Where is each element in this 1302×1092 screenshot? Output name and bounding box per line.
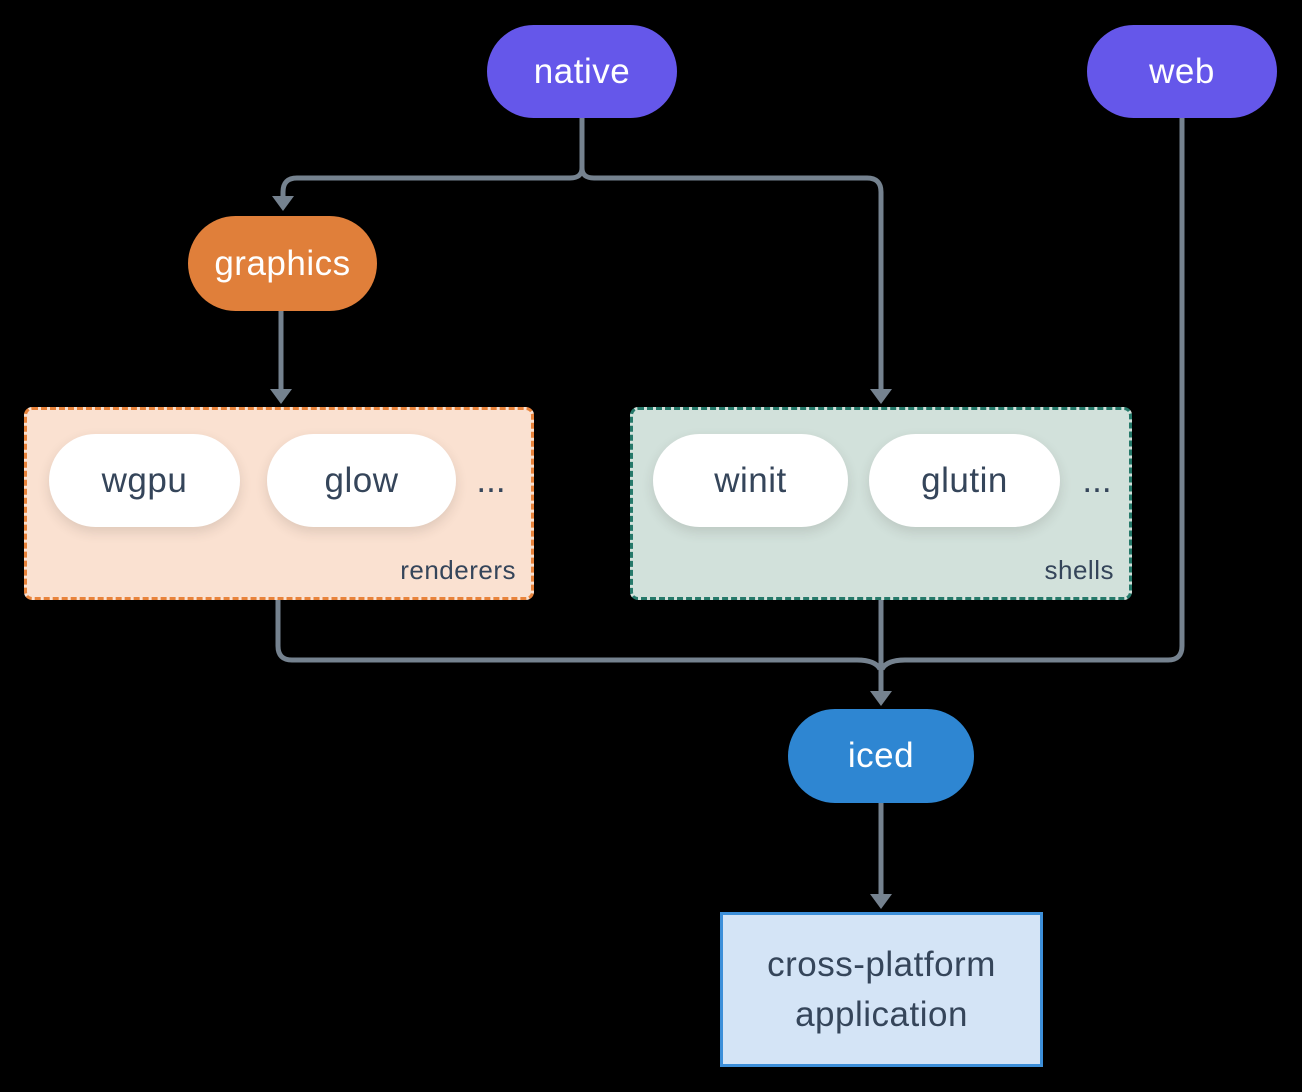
arrowhead-graphics bbox=[272, 196, 294, 211]
node-iced: iced bbox=[788, 709, 974, 803]
node-web: web bbox=[1087, 25, 1277, 118]
node-winit: winit bbox=[653, 434, 848, 527]
arrowhead-renderers bbox=[270, 389, 292, 404]
edge-native-to-graphics bbox=[280, 118, 585, 196]
node-application: cross-platform application bbox=[720, 912, 1043, 1067]
arrowhead-iced bbox=[870, 691, 892, 706]
arrowhead-application bbox=[870, 894, 892, 909]
node-glutin: glutin bbox=[869, 434, 1060, 527]
shells-ellipsis: ... bbox=[1082, 460, 1112, 500]
edge-renderers-to-iced bbox=[275, 600, 883, 671]
renderers-label: renderers bbox=[400, 555, 516, 585]
group-shells: winit glutin ... shells bbox=[630, 407, 1132, 600]
edge-web-to-iced bbox=[879, 118, 1185, 671]
node-graphics: graphics bbox=[188, 216, 377, 311]
node-wgpu: wgpu bbox=[49, 434, 240, 527]
application-label-line1: cross-platform bbox=[767, 944, 996, 984]
renderers-ellipsis: ... bbox=[476, 460, 506, 500]
group-renderers: wgpu glow ... renderers bbox=[24, 407, 534, 600]
node-native: native bbox=[487, 25, 677, 118]
edge-native-to-shells bbox=[579, 167, 884, 389]
node-glow: glow bbox=[267, 434, 456, 527]
shells-label: shells bbox=[1044, 555, 1114, 585]
arrowhead-shells bbox=[870, 389, 892, 404]
application-label-line2: application bbox=[795, 994, 968, 1034]
